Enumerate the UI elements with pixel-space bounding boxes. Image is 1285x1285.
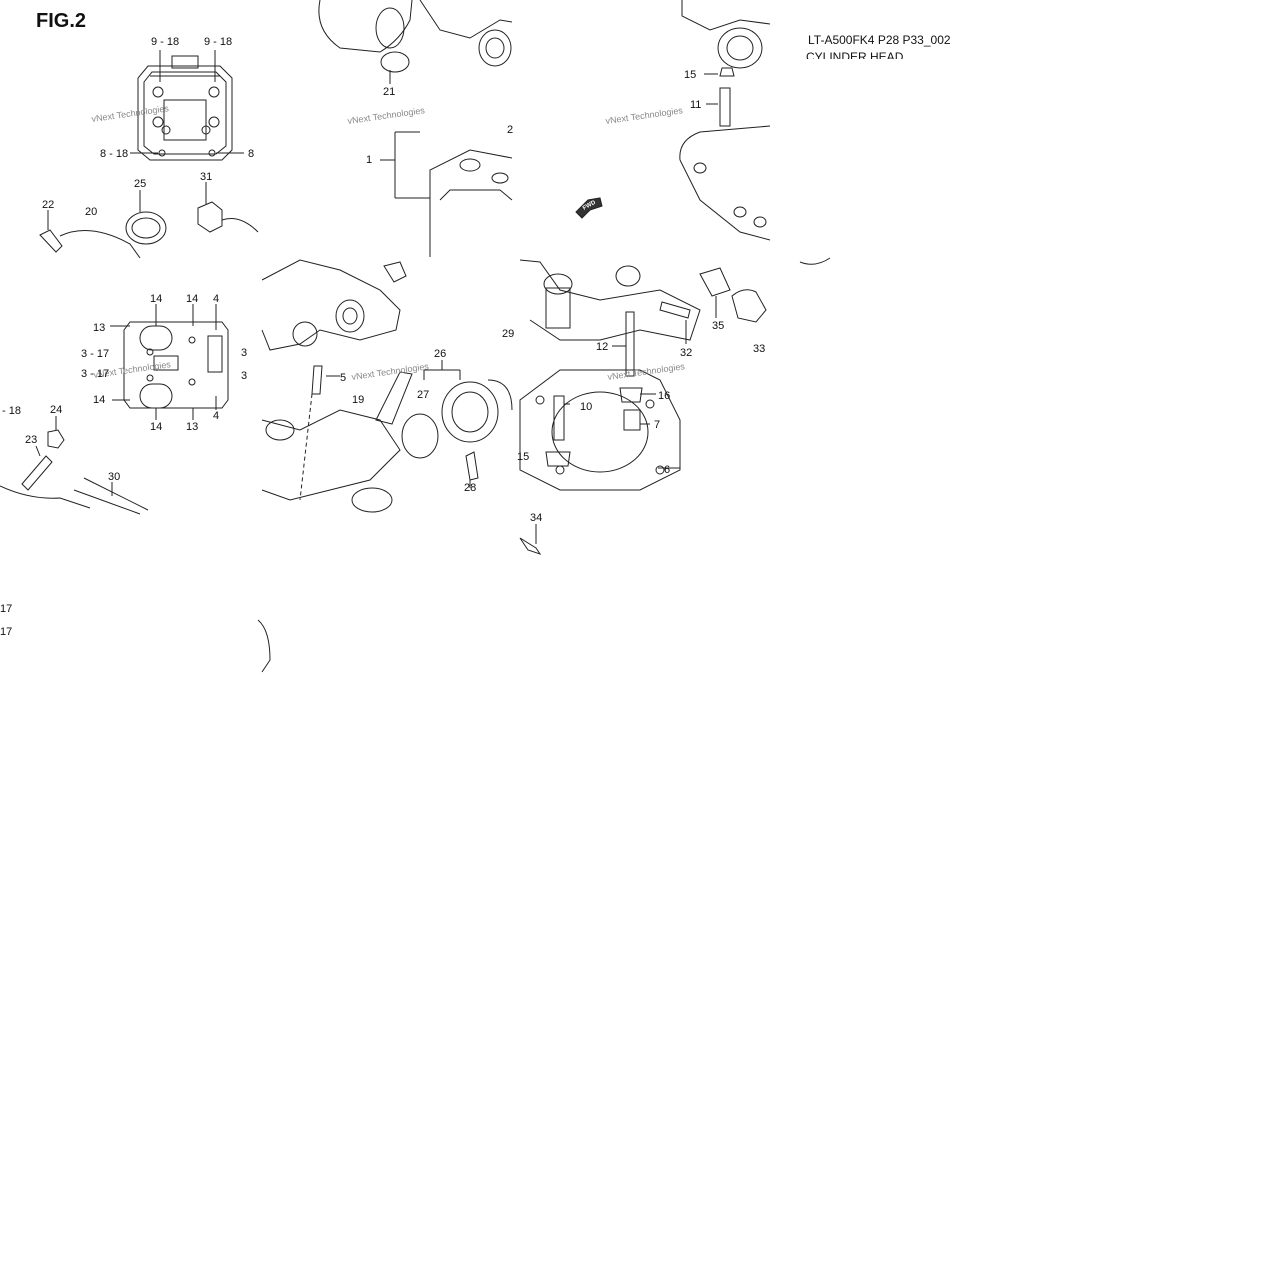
callout-17: 17 (0, 603, 12, 615)
figure-label: FIG.2 (36, 10, 87, 32)
callout-18: - 18 (2, 405, 21, 417)
callout-11: 11 (690, 99, 701, 111)
cam-chain-tensioner-parts (39, 182, 259, 259)
cylinder-head-rear (318, 0, 513, 257)
callout-31: 31 (200, 171, 212, 183)
watermark-text: vNext Technologies (607, 361, 686, 382)
callout-7: 7 (654, 419, 660, 431)
callout-14: 14 (150, 293, 162, 305)
watermark-text: vNext Technologies (351, 361, 430, 382)
callout-labels: 9 - 18 9 - 18 8 - 18 8 25 31 22 20 21 1 … (0, 36, 765, 638)
lower-fragments (257, 257, 831, 673)
callout-13: 13 (93, 322, 105, 334)
callout-28: 28 (464, 482, 476, 494)
callout-15: 15 (684, 69, 696, 81)
callout-3: 3 (241, 347, 247, 359)
callout-35: 35 (712, 320, 724, 332)
cylinder-base-area (679, 0, 771, 241)
callout-14: 14 (93, 394, 105, 406)
head-cover-top-view (130, 50, 244, 161)
callout-26: 26 (434, 348, 446, 360)
watermark-text: vNext Technologies (91, 103, 170, 124)
callout-9-18: 9 - 18 (204, 36, 232, 48)
watermark-text: vNext Technologies (605, 105, 684, 126)
callout-14: 14 (186, 293, 198, 305)
callout-25: 25 (134, 178, 146, 190)
studs-and-bolts (0, 416, 149, 515)
callout-2: 2 (507, 124, 513, 136)
callout-27: 27 (417, 389, 429, 401)
callout-3: 3 (241, 370, 247, 382)
callout-14: 14 (150, 421, 162, 433)
callout-17: 17 (0, 626, 12, 638)
callout-22: 22 (42, 199, 54, 211)
callout-16: 16 (658, 390, 670, 402)
callout-29: 29 (502, 328, 514, 340)
head-cover-lower-view (110, 304, 229, 420)
callout-8: 8 (248, 148, 254, 160)
callout-19: 19 (352, 394, 364, 406)
callout-32: 32 (680, 347, 692, 359)
section-title: CYLINDER HEAD (806, 50, 904, 59)
callout-34: 34 (530, 512, 542, 524)
callout-10: 10 (580, 401, 592, 413)
callout-8-18: 8 - 18 (100, 148, 128, 160)
callout-30: 30 (108, 471, 120, 483)
callout-12: 12 (596, 341, 608, 353)
head-gasket-and-sensors (519, 259, 767, 491)
watermark-text: vNext Technologies (347, 105, 426, 126)
cylinder-head-main (261, 259, 513, 513)
callout-15: 15 (517, 451, 529, 463)
callout-24: 24 (50, 404, 62, 416)
callout-20: 20 (85, 206, 97, 218)
callout-23: 23 (25, 434, 37, 446)
callout-9-18: 9 - 18 (151, 36, 179, 48)
callout-4: 4 (213, 410, 219, 422)
callout-5: 5 (340, 372, 346, 384)
fwd-arrow (575, 197, 603, 219)
callout-13: 13 (186, 421, 198, 433)
model-code: LT-A500FK4 P28 P33_002 (808, 33, 951, 47)
callout-1: 1 (366, 154, 372, 166)
callout-3-17: 3 - 17 (81, 368, 109, 380)
callout-3-17: 3 - 17 (81, 348, 109, 360)
callout-33: 33 (753, 343, 765, 355)
callout-4: 4 (213, 293, 219, 305)
callout-21: 21 (383, 86, 395, 98)
callout-6: 6 (664, 464, 670, 476)
